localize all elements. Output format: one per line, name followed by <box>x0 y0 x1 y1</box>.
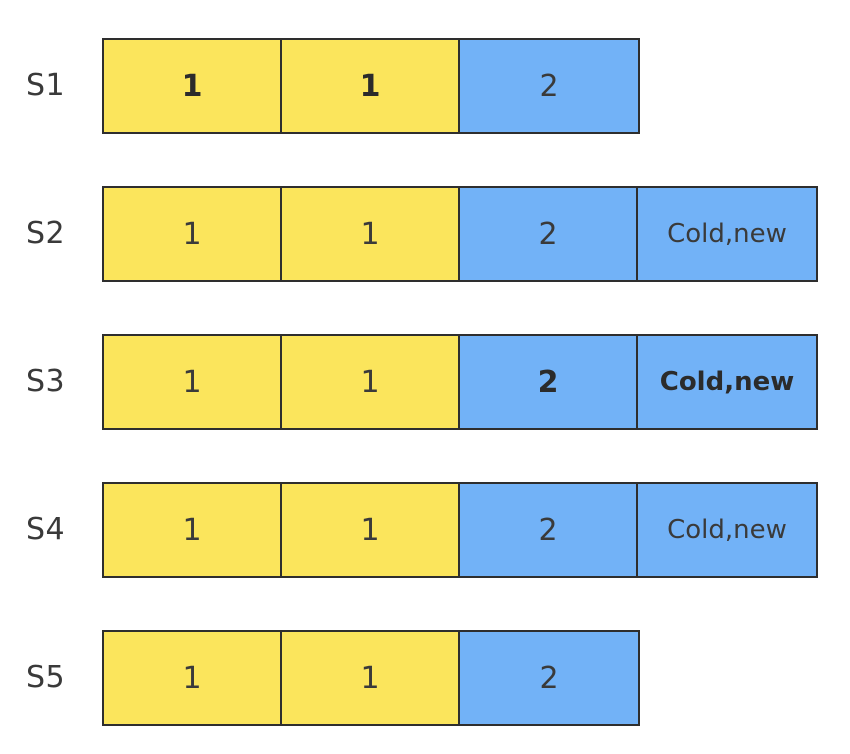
config-entry: Cold,new <box>638 336 816 428</box>
log-entry: 1 <box>282 188 460 280</box>
row-s4: S4 1 1 2 Cold,new <box>0 482 850 578</box>
row-label: S2 <box>26 216 66 251</box>
row-label: S5 <box>26 660 66 695</box>
server-rows: S1 1 1 2 S2 1 1 2 Cold,new S3 1 1 2 Cold… <box>0 38 850 726</box>
log-entry: 1 <box>282 40 460 132</box>
log-entries: 1 1 2 Cold,new <box>102 334 818 430</box>
log-entry: 1 <box>104 188 282 280</box>
row-s1: S1 1 1 2 <box>0 38 850 134</box>
log-entry: 1 <box>282 484 460 576</box>
row-s5: S5 1 1 2 <box>0 630 850 726</box>
log-entries: 1 1 2 Cold,new <box>102 186 818 282</box>
log-entry: 2 <box>460 632 638 724</box>
row-label: S4 <box>26 512 66 547</box>
log-entries: 1 1 2 Cold,new <box>102 482 818 578</box>
log-entries: 1 1 2 <box>102 630 640 726</box>
log-entry: 1 <box>282 336 460 428</box>
config-entry: Cold,new <box>638 188 816 280</box>
log-entry: 2 <box>460 40 638 132</box>
log-entries: 1 1 2 <box>102 38 640 134</box>
log-entry: 2 <box>460 484 638 576</box>
row-s3: S3 1 1 2 Cold,new <box>0 334 850 430</box>
log-entry: 1 <box>104 336 282 428</box>
log-entry: 1 <box>104 484 282 576</box>
row-s2: S2 1 1 2 Cold,new <box>0 186 850 282</box>
row-label: S3 <box>26 364 66 399</box>
log-entry: 1 <box>282 632 460 724</box>
log-entry: 1 <box>104 632 282 724</box>
config-entry: Cold,new <box>638 484 816 576</box>
log-entry: 2 <box>460 188 638 280</box>
row-label: S1 <box>26 68 66 103</box>
log-entry: 2 <box>460 336 638 428</box>
log-entry: 1 <box>104 40 282 132</box>
